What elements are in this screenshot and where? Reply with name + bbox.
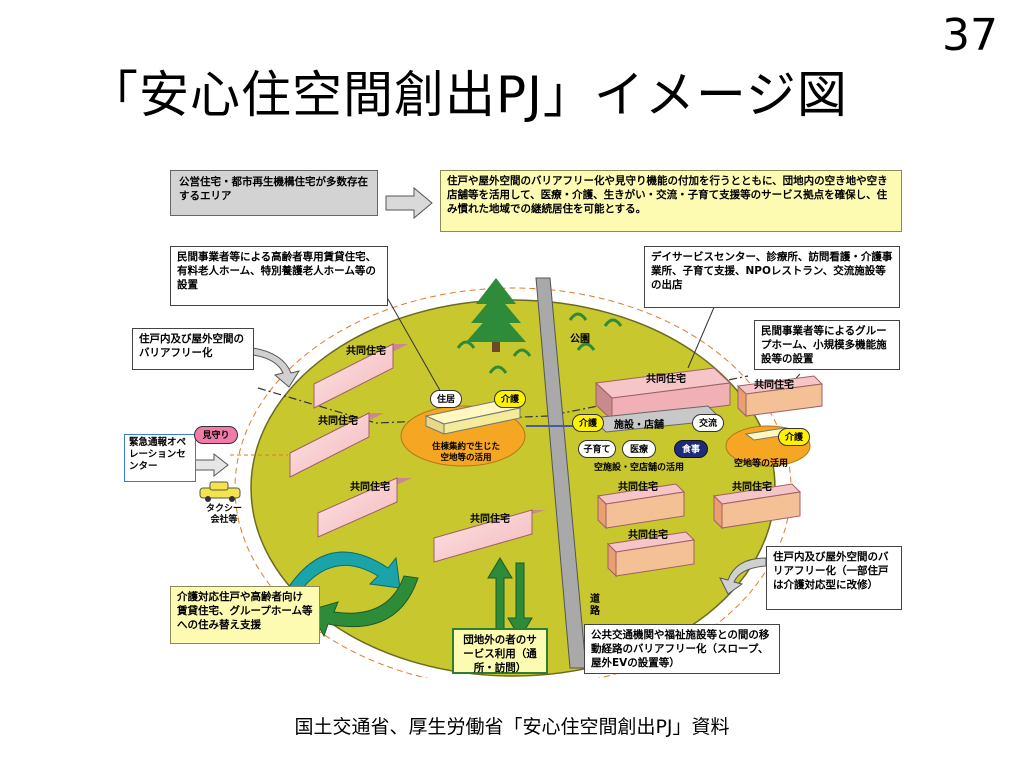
building-label: 共同住宅: [470, 514, 510, 525]
building-right-group: [596, 375, 824, 578]
building-label: 共同住宅: [318, 416, 358, 427]
diagram: 公営住宅・都市再生機構住宅が多数存在するエリア 住戸や屋外空間のバリアフリー化や…: [118, 158, 908, 678]
group-home-callout: 民間事業者等によるグループホーム、小規模多機能施設等の設置: [754, 320, 900, 370]
right-arrow-icon: [385, 186, 433, 220]
shrub-icon: [512, 348, 532, 357]
shrub-icon: [456, 340, 476, 349]
transport-callout: 公共交通機関や福祉施設等との間の移動経路のバリアフリー化（スロープ、屋外EVの設…: [584, 624, 780, 674]
shrub-icon: [568, 312, 588, 321]
building-left-1: [313, 343, 408, 409]
shokuji-tag: 食事: [674, 440, 708, 458]
kosodate-tag: 子育て: [578, 440, 616, 458]
facility-label: 施設・店舗: [614, 420, 664, 431]
barrierfree-right-callout: 住戸内及び屋外空間のバリアフリー化（一部住戸は介護対応型に改修）: [766, 546, 902, 610]
curved-arrow-icon: [252, 347, 301, 388]
park-label: 公園: [570, 334, 590, 345]
building-label: 共同住宅: [346, 346, 386, 357]
vacant-land-label: 空地等の活用: [734, 459, 789, 469]
page-number: 37: [942, 10, 998, 61]
shrub-icon: [488, 365, 508, 374]
care-tag: 介護: [494, 390, 526, 408]
right-arrow-icon: [193, 452, 229, 478]
relocation-callout: 介護対応住戸や高齢者向け賃貸住宅、グループホーム等への住み替え支援: [170, 586, 320, 644]
building-label: 共同住宅: [628, 530, 668, 541]
care-tag: 介護: [572, 414, 604, 432]
shop-use-label: 空施設・空店舗の活用: [594, 463, 685, 473]
vacant-use-label: 住棟集約で生じた空地等の活用: [431, 442, 500, 463]
shrub-icon: [576, 342, 596, 351]
emergency-center-callout: 緊急通報オペレーションセンター: [124, 434, 196, 482]
building-label: 共同住宅: [646, 374, 686, 385]
shrub-icon: [603, 318, 623, 327]
building-label: 共同住宅: [350, 482, 390, 493]
iryo-tag: 医療: [622, 440, 656, 458]
housing-tag: 住居: [430, 390, 462, 408]
taxi-icon: [199, 481, 241, 502]
building-right-main: [594, 367, 732, 422]
outside-users-callout: 団地外の者のサービス利用（通所・訪問）: [452, 628, 548, 674]
mimamori-badge: 見守り: [194, 426, 238, 444]
curved-arrow-icon: [719, 557, 767, 595]
inbound-arrow-icon: [487, 557, 513, 634]
building-label: 共同住宅: [618, 482, 658, 493]
road-label: 道路: [590, 594, 600, 617]
source-caption: 国土交通省、厚生労働省「安心住空間創出PJ」資料: [294, 716, 730, 738]
building-left-4: [433, 509, 546, 563]
tree-icon: [466, 278, 526, 352]
private-housing-callout: 民間事業者等による高齢者専用賃貸住宅、有料老人ホーム、特別養護老人ホーム等の設置: [170, 246, 388, 306]
taxi-label: タクシー会社等: [205, 504, 242, 525]
building-label: 共同住宅: [732, 482, 772, 493]
project-summary-box: 住戸や屋外空間のバリアフリー化や見守り機能の付加を行うとともに、団地内の空き地や…: [440, 170, 902, 232]
care-tag: 介護: [778, 428, 810, 446]
target-area-box: 公営住宅・都市再生機構住宅が多数存在するエリア: [170, 170, 378, 216]
barrierfree-left-callout: 住戸内及び屋外空間のバリアフリー化: [132, 328, 254, 370]
building-label: 共同住宅: [754, 380, 794, 391]
building-left-2: [289, 412, 384, 478]
slide-title: 「安心住空間創出PJ」イメージ図: [88, 66, 848, 124]
dayservice-callout: デイサービスセンター、診療所、訪問看護・介護事業所、子育て支援、NPOレストラン…: [644, 246, 900, 308]
koryu-tag: 交流: [692, 414, 724, 432]
building-left-3: [317, 477, 412, 538]
